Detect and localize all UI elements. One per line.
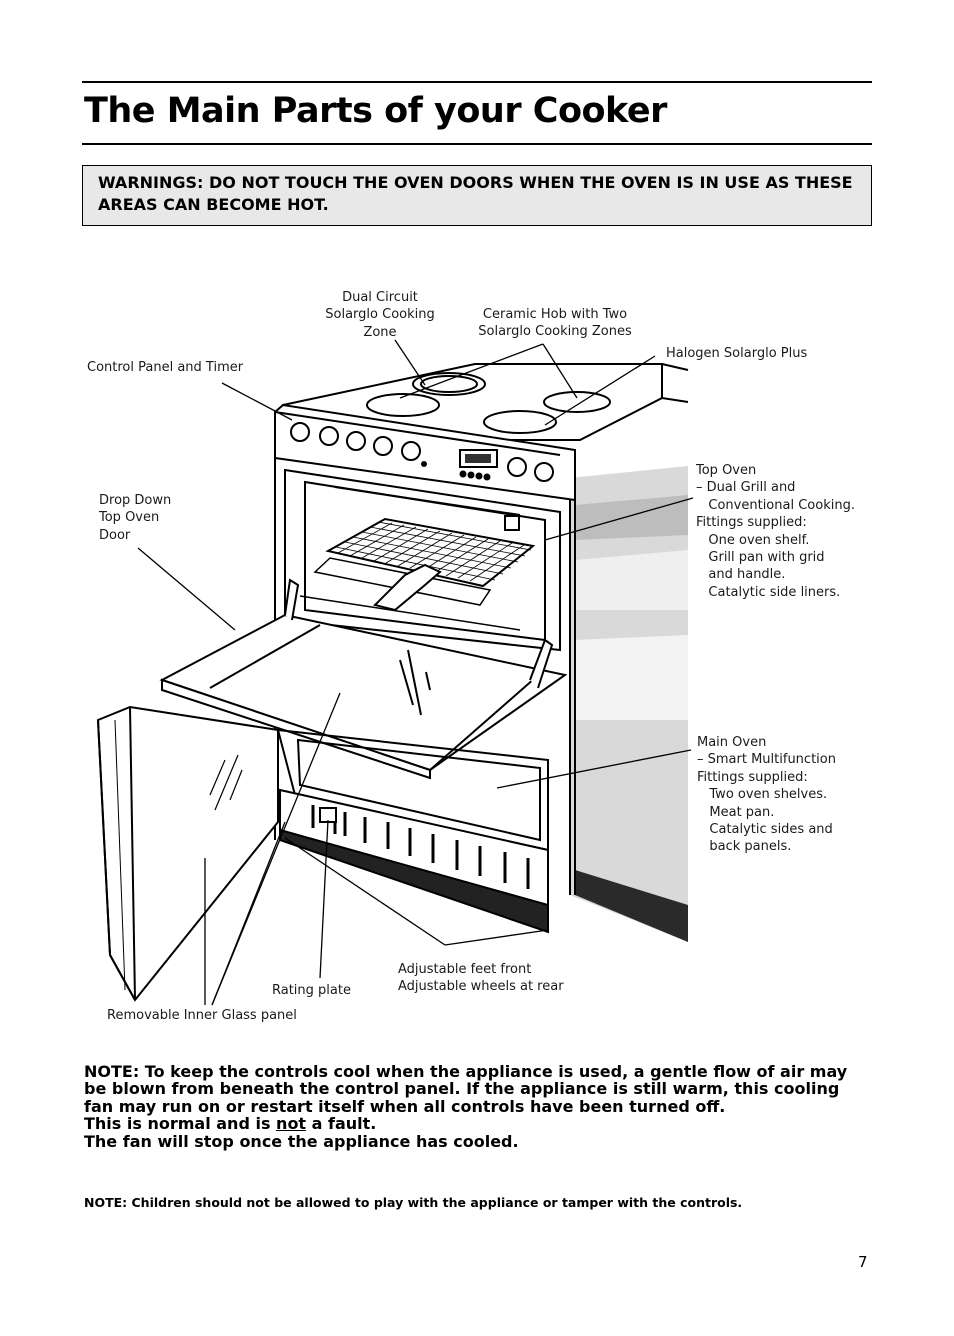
label-adjustable-feet: Adjustable feet front Adjustable wheels … <box>398 962 564 995</box>
top-rule <box>82 81 872 83</box>
control-panel <box>274 403 576 502</box>
note-line: The fan will stop once the appliance has… <box>84 1131 519 1151</box>
note-text: This is normal and is <box>84 1114 277 1134</box>
note-line: fan may run on or restart itself when al… <box>84 1096 726 1116</box>
leader-lines <box>137 339 694 1006</box>
title-underline-rule <box>82 143 872 145</box>
cooling-fan-note: NOTE: To keep the controls cool when the… <box>84 1063 847 1150</box>
label-main-oven: Main Oven – Smart Multifunction Fittings… <box>697 735 836 855</box>
label-drop-down-door: Drop Down Top Oven Door <box>99 493 172 543</box>
note-text: a fault. <box>306 1114 377 1134</box>
warning-box: WARNINGS: DO NOT TOUCH THE OVEN DOORS WH… <box>82 165 872 226</box>
drop-down-door <box>159 578 568 780</box>
main-oven-door <box>96 705 549 1002</box>
label-control-panel-timer: Control Panel and Timer <box>87 360 244 375</box>
label-top-oven: Top Oven – Dual Grill and Conventional C… <box>696 463 855 600</box>
note-line: NOTE: To keep the controls cool when the… <box>84 1062 848 1081</box>
page-number: 7 <box>858 1253 868 1271</box>
note-line: This is normal and is not a fault. <box>84 1115 847 1132</box>
label-dual-circuit-zone: Dual Circuit Solarglo Cooking Zone <box>325 290 435 340</box>
label-inner-glass-panel: Removable Inner Glass panel <box>107 1008 297 1023</box>
warning-text: WARNINGS: DO NOT TOUCH THE OVEN DOORS WH… <box>98 173 853 214</box>
note-emphasis: not <box>276 1114 307 1134</box>
label-halogen-solarglo: Halogen Solarglo Plus <box>666 346 808 361</box>
label-rating-plate: Rating plate <box>272 983 351 998</box>
children-safety-note: NOTE: Children should not be allowed to … <box>84 1195 743 1210</box>
note-line: be blown from beneath the control panel.… <box>84 1079 840 1099</box>
grill-pan <box>299 517 536 631</box>
page-title: The Main Parts of your Cooker <box>84 91 667 131</box>
label-ceramic-hob: Ceramic Hob with Two Solarglo Cooking Zo… <box>478 307 632 340</box>
cabinet-side-shading <box>569 466 688 942</box>
